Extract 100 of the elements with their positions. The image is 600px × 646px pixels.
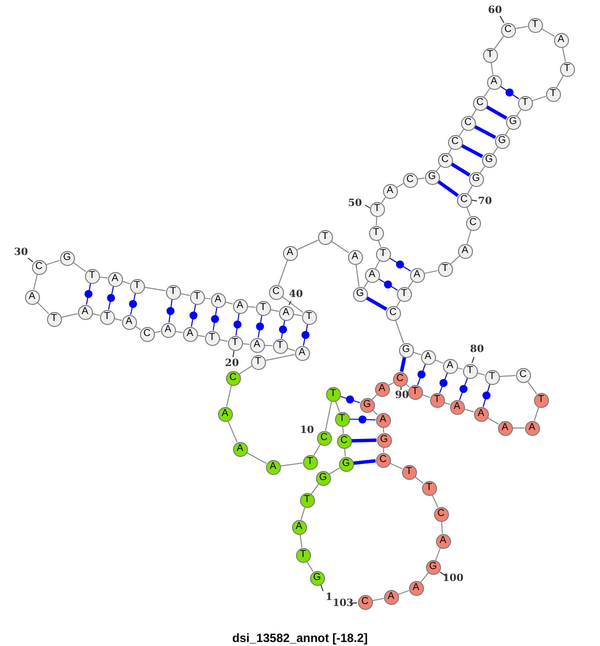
base-pair-line <box>460 144 484 158</box>
backbone-line <box>490 62 494 76</box>
caption: dsi_13582_annot [-18.2] <box>231 630 369 646</box>
backbone-line <box>306 560 314 572</box>
backbone-line <box>394 320 404 344</box>
base-pair-line <box>400 357 406 372</box>
backbone-line <box>408 280 414 288</box>
base-pair-line <box>474 124 496 140</box>
position-number: 20 <box>225 359 239 369</box>
backbone-line <box>436 165 441 172</box>
position-number: 80 <box>470 345 484 355</box>
base-pair-line <box>340 396 360 404</box>
base-pair-line <box>378 278 398 291</box>
backbone-line <box>46 260 60 266</box>
base-pair-line <box>351 438 377 443</box>
backbone-line <box>204 298 212 300</box>
backbone-line <box>526 380 538 394</box>
backbone-line <box>396 300 401 307</box>
backbone-line <box>144 286 166 292</box>
backbone-line <box>281 296 304 313</box>
backbone-line <box>435 548 441 560</box>
backbone-line <box>382 427 384 433</box>
base-pair-line <box>439 372 448 394</box>
position-number: 70 <box>478 197 492 207</box>
position-number: 90 <box>395 391 409 401</box>
backbone-line <box>60 313 78 318</box>
backbone-line <box>492 146 498 154</box>
backbone-line <box>196 334 206 338</box>
backbone-line <box>466 206 471 217</box>
backbone-line <box>264 354 296 361</box>
base-pair-line <box>108 286 114 310</box>
backbone-line <box>180 293 190 296</box>
backbone-line <box>98 276 108 279</box>
backbone-line <box>292 314 302 316</box>
backbone-line <box>476 372 486 376</box>
backbone-line <box>335 400 340 412</box>
backbone-line <box>514 26 528 30</box>
backbone-line <box>310 484 320 494</box>
base-pair-line <box>417 364 426 386</box>
backbone-line <box>412 352 422 356</box>
backbone-line <box>325 400 332 432</box>
backbone-line <box>36 302 50 314</box>
backbone-line <box>134 326 142 330</box>
backbone-line <box>246 306 256 308</box>
backbone-line <box>486 417 500 425</box>
position-number: 50 <box>348 199 362 209</box>
backbone-line <box>300 506 306 520</box>
backbone-line <box>484 88 490 98</box>
backbone-line <box>122 280 130 284</box>
backbone-line <box>33 274 38 290</box>
position-number: 1 <box>326 593 332 603</box>
base-pair-line <box>366 296 388 311</box>
backbone-line <box>414 476 424 484</box>
backbone-line <box>356 264 360 288</box>
base-pair-line <box>353 459 376 465</box>
backbone-line <box>396 183 404 188</box>
backbone-line <box>382 447 384 453</box>
backbone-line <box>420 572 429 583</box>
backbone-line <box>313 444 321 456</box>
backbone-line <box>344 448 346 458</box>
base-pair-line <box>86 282 92 306</box>
backbone-line <box>432 494 438 508</box>
backbone-line <box>424 270 438 274</box>
position-number: 40 <box>289 290 303 300</box>
base-pair-line <box>212 306 218 332</box>
backbone-line <box>264 344 273 346</box>
base-pair-line <box>236 312 240 336</box>
base-pair-line <box>190 304 196 328</box>
base-pair-line <box>500 86 520 100</box>
backbone-line <box>280 462 304 466</box>
backbone-line <box>364 280 368 288</box>
base-pair-line <box>349 418 376 420</box>
position-number: 100 <box>442 574 464 584</box>
base-pair-line <box>168 298 173 324</box>
backbone-line <box>516 108 522 116</box>
backbone-line <box>441 520 443 534</box>
base-pair-line <box>130 292 136 316</box>
backbone-line <box>246 452 267 464</box>
backbone-line <box>505 128 510 135</box>
backbone-line <box>300 534 302 548</box>
base-pair-line <box>280 320 286 340</box>
backbone-line <box>467 185 473 194</box>
backbone-line <box>174 330 184 334</box>
backbone-line <box>224 301 234 305</box>
backbone-line <box>238 366 252 374</box>
position-number: 10 <box>300 426 314 436</box>
backbone-line <box>376 216 378 226</box>
base-pair-line <box>486 105 508 120</box>
backbone-line <box>480 166 486 174</box>
backbone-line <box>458 128 464 136</box>
backbone-line <box>498 374 516 378</box>
base-pair-line <box>482 384 490 408</box>
backbone-line <box>342 426 344 434</box>
backbone-line <box>541 28 555 37</box>
backbone-line <box>389 462 403 470</box>
backbone-line <box>466 230 472 244</box>
base-pair-line <box>437 180 459 198</box>
backbone-line <box>278 260 288 286</box>
backbone-line <box>372 394 378 400</box>
backbone-line <box>388 382 394 386</box>
